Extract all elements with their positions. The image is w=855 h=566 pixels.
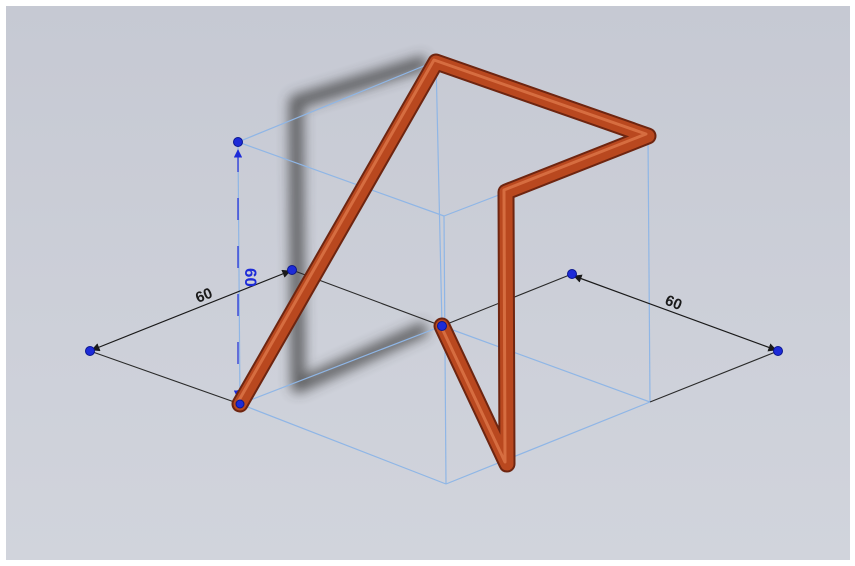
dimension-left-width[interactable]: 60 (91, 269, 291, 352)
dimension-left-width-value[interactable]: 60 (193, 285, 215, 307)
sketch-point (437, 321, 447, 331)
dimension-height[interactable]: 60 (233, 149, 260, 399)
routed-tube[interactable] (231, 53, 657, 473)
sketch-point (567, 269, 577, 279)
dimension-right-depth[interactable]: 60 (573, 274, 777, 352)
dimension-height-value[interactable]: 60 (241, 268, 260, 287)
sketch-point (233, 137, 243, 147)
sketch-point (85, 346, 95, 356)
sketch-point (773, 346, 783, 356)
sketch-points[interactable] (85, 137, 783, 409)
sketch-point (235, 399, 245, 409)
sketch-canvas[interactable]: 60 60 60 (6, 6, 850, 560)
dimension-right-depth-value[interactable]: 60 (663, 292, 685, 314)
cad-graphics-viewport[interactable]: 60 60 60 (6, 6, 850, 560)
sketch-point (287, 265, 297, 275)
